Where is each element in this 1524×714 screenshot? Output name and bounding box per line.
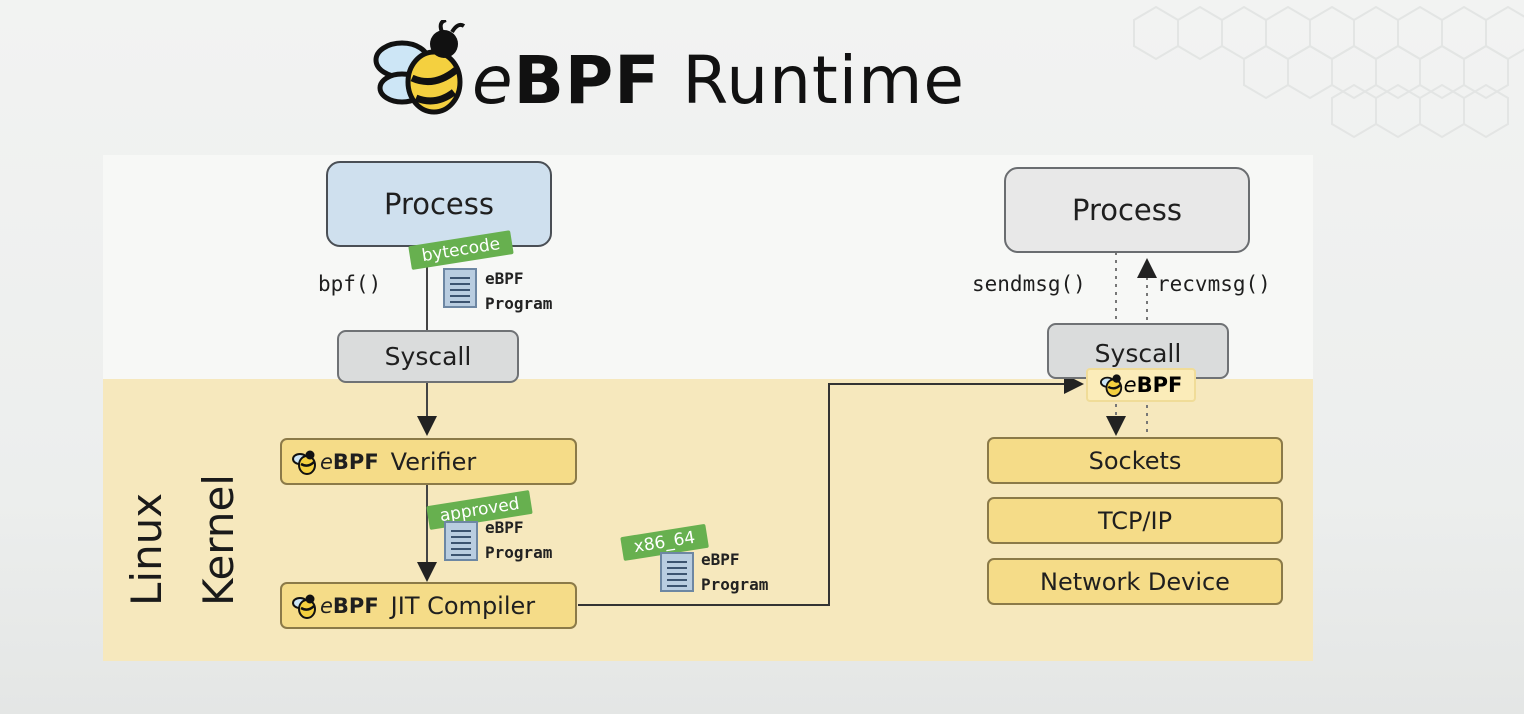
mini-logo-e: e <box>320 449 333 474</box>
title-bpf: BPF <box>513 42 661 119</box>
verifier-label: Verifier <box>390 447 477 476</box>
program-label-1-line2: Program <box>485 294 553 313</box>
program-label-1-line1: eBPF <box>485 269 524 288</box>
mini-logo-e: e <box>320 593 333 618</box>
jit-compiler-label: JIT Compiler <box>390 591 536 620</box>
sockets-box: Sockets <box>987 437 1283 484</box>
recvmsg-label: recvmsg() <box>1157 272 1271 296</box>
program-label-2-line2: Program <box>485 543 553 562</box>
bee-logo-icon <box>292 450 316 475</box>
document-icon <box>443 268 477 308</box>
title-text: eBPF Runtime <box>472 42 965 119</box>
program-label-3-line1: eBPF <box>701 550 740 569</box>
bee-logo-icon <box>292 594 316 619</box>
bee-logo-icon <box>373 20 466 115</box>
process-box-left: Process <box>326 161 552 247</box>
document-icon <box>660 552 694 592</box>
hook-bpf: BPF <box>1136 373 1183 397</box>
title-e: e <box>472 42 514 119</box>
network-device-box: Network Device <box>987 558 1283 605</box>
program-label-3: eBPF Program <box>701 547 768 597</box>
hook-e: e <box>1123 373 1137 397</box>
program-label-2: eBPF Program <box>485 515 552 565</box>
bee-logo-icon <box>1099 374 1122 397</box>
arrow-jit-to-hook <box>578 374 1084 606</box>
program-label-1: eBPF Program <box>485 266 552 316</box>
mini-logo-bpf: BPF <box>332 449 379 474</box>
sendmsg-label: sendmsg() <box>972 272 1086 296</box>
hexagon-pattern <box>1133 5 1524 139</box>
syscall-box-left: Syscall <box>337 330 519 383</box>
title-runtime: Runtime <box>660 42 966 119</box>
bpf-call-label: bpf() <box>318 272 382 296</box>
document-icon <box>444 521 478 561</box>
mini-logo-bpf: BPF <box>332 593 379 618</box>
process-box-right: Process <box>1004 167 1250 253</box>
program-label-2-line1: eBPF <box>485 518 524 537</box>
tcpip-box: TCP/IP <box>987 497 1283 544</box>
program-label-3-line2: Program <box>701 575 769 594</box>
